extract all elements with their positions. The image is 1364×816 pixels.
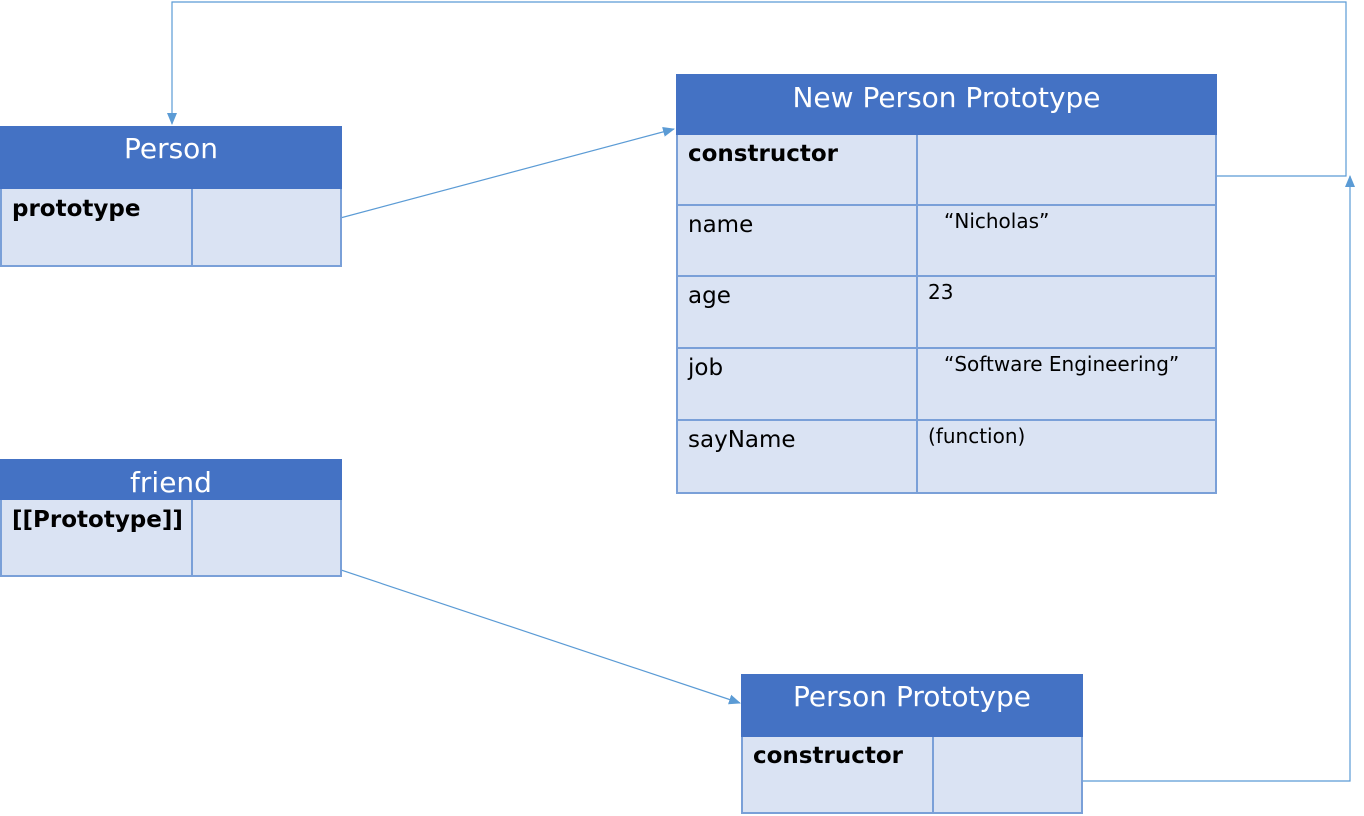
friend-box: friend [[Prototype]] <box>0 459 342 577</box>
person-box-title: Person <box>0 126 342 189</box>
new-person-prototype-box: New Person Prototype constructor name “N… <box>676 74 1217 494</box>
sayname-key: sayName <box>678 421 918 492</box>
name-value: “Nicholas” <box>944 209 1050 233</box>
friend-box-title: friend <box>0 459 342 500</box>
prototype-key: prototype <box>2 189 193 265</box>
person-row-prototype: prototype <box>0 189 342 267</box>
age-key: age <box>678 277 918 347</box>
person-prototype-row-constructor: constructor <box>741 737 1083 814</box>
job-value: “Software Engineering” <box>944 352 1180 376</box>
name-key: name <box>678 206 918 275</box>
friend-prototype-key: [[Prototype]] <box>2 500 193 575</box>
person-prototype-box: Person Prototype constructor <box>741 674 1083 814</box>
friend-row-prototype: [[Prototype]] <box>0 500 342 577</box>
person-prototype-constructor-key: constructor <box>743 737 934 812</box>
age-value: 23 <box>928 280 954 304</box>
new-proto-row-age: age 23 <box>676 277 1217 349</box>
job-key: job <box>678 349 918 419</box>
new-person-prototype-box-title: New Person Prototype <box>676 74 1217 135</box>
new-proto-row-sayname: sayName (function) <box>676 421 1217 494</box>
constructor-key: constructor <box>678 135 918 204</box>
new-proto-row-name: name “Nicholas” <box>676 206 1217 277</box>
prototype-value <box>193 189 340 265</box>
sayname-value: (function) <box>928 424 1026 448</box>
arrow-person-prototype-to-new-person-prototype <box>313 127 675 226</box>
person-prototype-constructor-value <box>934 737 1081 812</box>
new-proto-row-constructor: constructor <box>676 135 1217 206</box>
constructor-value <box>918 135 1215 204</box>
person-prototype-box-title: Person Prototype <box>741 674 1083 737</box>
person-box: Person prototype <box>0 126 342 267</box>
friend-prototype-value <box>193 500 340 575</box>
new-proto-row-job: job “Software Engineering” <box>676 349 1217 421</box>
